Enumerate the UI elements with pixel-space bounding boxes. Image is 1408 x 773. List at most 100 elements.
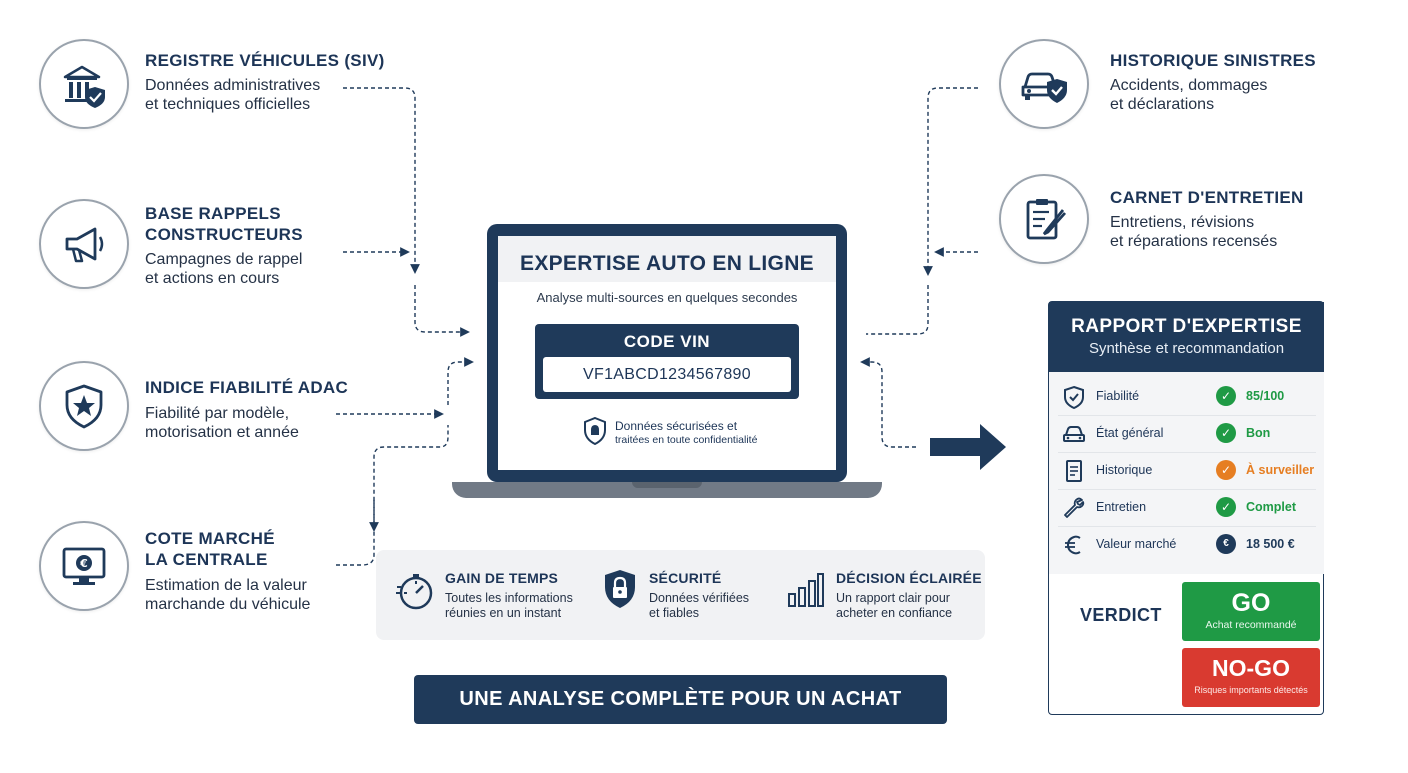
bar-chart-icon <box>788 573 824 607</box>
shield-star-icon <box>65 384 103 429</box>
report-row-label: Fiabilité <box>1096 389 1140 403</box>
clipboard-wrench-icon <box>1026 199 1067 240</box>
check-icon: ✓ <box>1216 497 1236 517</box>
siv-desc-2: et techniques officielles <box>145 96 311 113</box>
rappels-title-2: CONSTRUCTEURS <box>145 225 303 244</box>
arrow-report-in <box>860 357 916 448</box>
report-row-label: Valeur marché <box>1096 537 1177 551</box>
benefits-bar <box>376 550 985 640</box>
benefit-time-desc-2: réunies en un instant <box>445 606 562 620</box>
report-row-etat: État général ✓ Bon <box>1058 415 1316 453</box>
secure-note-line-2: traitées en toute confidentialité <box>615 434 758 446</box>
benefit-security-desc-2: et fiables <box>649 606 700 620</box>
wrench-icon <box>1064 497 1085 518</box>
entretien-desc-1: Entretiens, révisions <box>1110 214 1255 231</box>
report-row-value: 85/100 <box>1246 389 1285 403</box>
bottom-banner: UNE ANALYSE COMPLÈTE POUR UN ACHAT SÉCUR… <box>414 675 947 759</box>
info-icon: € <box>1216 534 1236 554</box>
arrow-entretien-in <box>866 285 929 335</box>
euro-icon <box>1065 535 1081 555</box>
report-row-value: 18 500 € <box>1246 537 1295 551</box>
siv-title: REGISTRE VÉHICULES (SIV) <box>145 51 385 70</box>
benefit-time-title: GAIN DE TEMPS <box>445 570 559 586</box>
app-title: EXPERTISE AUTO EN LIGNE <box>520 252 814 275</box>
laptop-screen-header <box>498 236 836 282</box>
cote-title-2: LA CENTRALE <box>145 550 268 569</box>
report-row-label: État général <box>1096 426 1164 440</box>
svg-text:€: € <box>79 557 88 570</box>
adac-desc-2: motorisation et année <box>145 424 299 441</box>
go-label: GO <box>1231 589 1271 617</box>
adac-title: INDICE FIABILITÉ ADAC <box>145 378 349 397</box>
vin-input[interactable] <box>543 357 791 392</box>
report-subtitle: Synthèse et recommandation <box>1088 340 1285 357</box>
report-row-value: Complet <box>1246 500 1296 514</box>
siv-icon-circle <box>39 39 129 129</box>
megaphone-icon <box>65 227 104 263</box>
benefit-decision-desc-1: Un rapport clair pour <box>836 591 950 605</box>
report-row-entretien: Entretien ✓ Complet <box>1058 489 1316 527</box>
document-icon <box>1066 460 1082 482</box>
arrow-right-icon <box>930 424 1006 470</box>
arrow-siv <box>343 87 420 274</box>
rappels-desc-1: Campagnes de rappel <box>145 251 303 268</box>
report-rows-bg <box>1049 372 1324 574</box>
benefit-security-desc-1: Données vérifiées <box>649 591 750 605</box>
verdict-label: VERDICT <box>1080 605 1162 625</box>
entretien-desc-2: et réparations recensés <box>1110 233 1278 250</box>
check-icon: ✓ <box>1216 423 1236 443</box>
go-sublabel: Achat recommandé <box>1205 619 1297 631</box>
cote-desc-1: Estimation de la valeur <box>145 577 307 594</box>
stopwatch-icon <box>396 574 433 610</box>
laptop-base <box>452 482 882 498</box>
monitor-euro-icon: € <box>62 547 106 585</box>
nogo-sublabel: Risques importants détectés <box>1194 685 1308 695</box>
rappels-desc-2: et actions en cours <box>145 270 280 287</box>
report-row-fiabilite: Fiabilité ✓ 85/100 <box>1058 378 1316 416</box>
go-button[interactable] <box>1182 582 1320 641</box>
car-icon <box>1063 426 1085 442</box>
nogo-button[interactable] <box>1182 648 1320 707</box>
vin-label: CODE VIN <box>623 332 711 351</box>
arrow-cote <box>336 425 449 566</box>
sinistres-title: HISTORIQUE SINISTRES <box>1110 51 1316 70</box>
report-row-label: Entretien <box>1096 500 1147 514</box>
sinistres-desc-2: et déclarations <box>1110 96 1215 113</box>
cote-desc-2: marchande du véhicule <box>145 596 311 613</box>
secure-note: Données sécurisées et traitées en toute … <box>615 419 757 447</box>
shield-lock-icon <box>605 570 635 608</box>
app-subtitle: Analyse multi-sources en quelques second… <box>536 290 798 305</box>
arrow-sinistres <box>923 87 978 276</box>
benefit-security-title: SÉCURITÉ <box>649 570 722 586</box>
adac-desc-1: Fiabilité par modèle, <box>145 405 290 422</box>
entretien-title: CARNET D'ENTRETIEN <box>1110 188 1304 207</box>
warning-icon: ✓ <box>1216 460 1236 480</box>
arrow-rappels-down <box>414 285 470 337</box>
report-row-value: À surveiller <box>1246 463 1315 477</box>
sinistres-icon-circle <box>999 39 1089 129</box>
report-row-label: Historique <box>1096 463 1153 477</box>
check-icon: ✓ <box>1216 386 1236 406</box>
benefit-decision-title: DÉCISION ÉCLAIRÉE <box>836 570 982 586</box>
report-row-valeur: Valeur marché € 18 500 € <box>1058 526 1316 563</box>
benefit-decision-desc-2: acheter en confiance <box>836 606 953 620</box>
report-header <box>1049 302 1324 372</box>
nogo-label: NO-GO <box>1212 655 1290 681</box>
benefit-time-desc-1: Toutes les informations <box>445 591 573 605</box>
arrow-adac-up <box>447 357 474 405</box>
report-row-historique: Historique ✓ À surveiller <box>1058 452 1316 490</box>
rappels-icon-circle <box>39 199 129 289</box>
laptop-notch <box>632 482 702 488</box>
entretien-icon-circle <box>999 174 1089 264</box>
report-row-value: Bon <box>1246 426 1271 440</box>
cote-icon-circle: € <box>39 521 129 611</box>
car-shield-icon <box>1021 72 1067 103</box>
rappels-title-1: BASE RAPPELS <box>145 204 281 223</box>
shield-lock-icon <box>584 417 606 445</box>
adac-icon-circle <box>39 361 129 451</box>
sinistres-desc-1: Accidents, dommages <box>1110 77 1268 94</box>
report-title: RAPPORT D'EXPERTISE <box>1071 316 1302 337</box>
government-building-shield-icon <box>63 65 105 108</box>
siv-desc-1: Données administratives <box>145 77 321 94</box>
shield-check-icon <box>1064 385 1084 409</box>
